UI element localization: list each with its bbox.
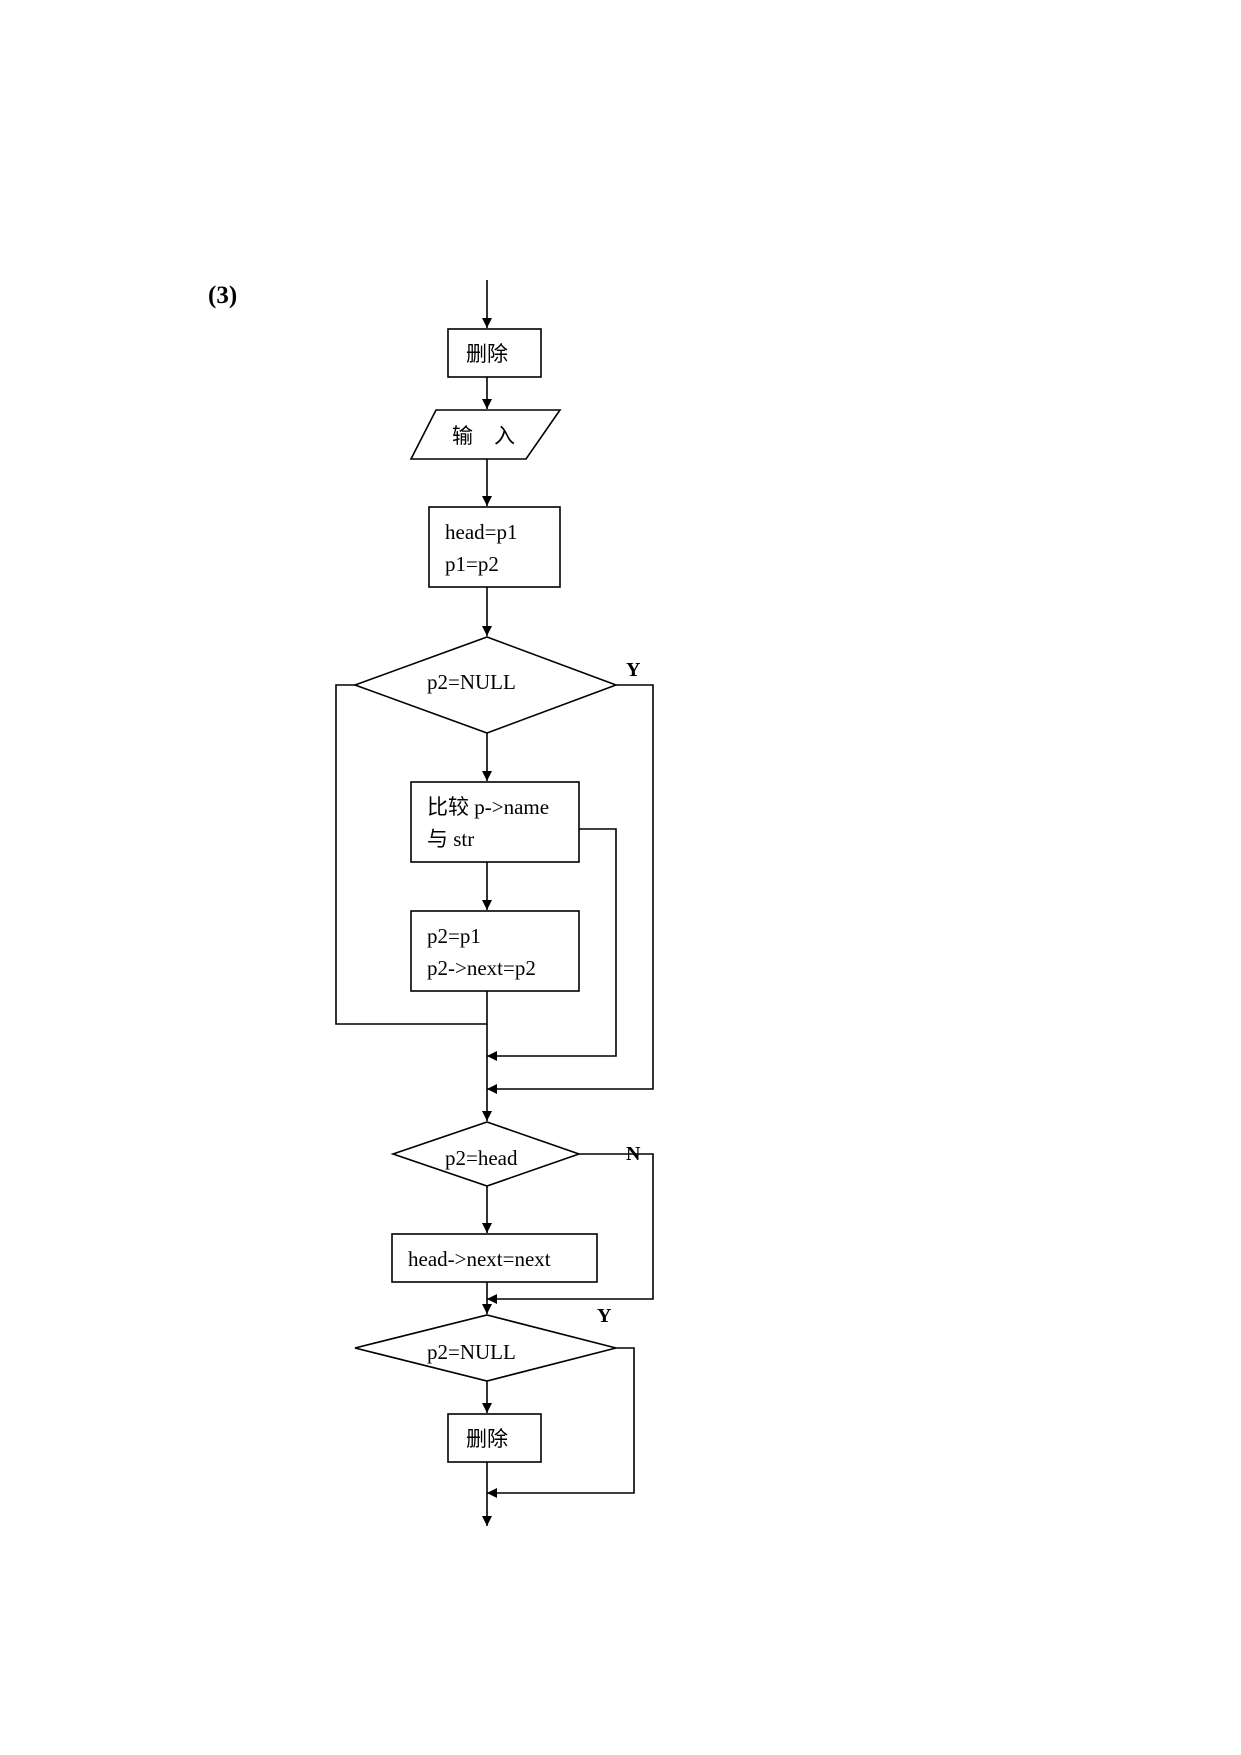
compare-box	[410, 781, 580, 863]
delete-end-label: 删除	[466, 1427, 508, 1451]
delete-start-label: 删除	[466, 342, 508, 366]
init-line-1: head=p1	[445, 520, 518, 544]
null-2-yes-label: Y	[597, 1305, 612, 1327]
delete-start-box	[447, 328, 542, 378]
init-line-2: p1=p2	[445, 552, 499, 576]
null-2-yes-line	[487, 1347, 635, 1498]
check-head-label: p2=head	[445, 1146, 518, 1170]
advance-line-2: p2->next=p2	[427, 956, 536, 980]
relink-box	[391, 1233, 598, 1283]
head-no-line	[487, 1153, 654, 1304]
head-no-label: N	[626, 1143, 641, 1165]
null-1-yes-line	[487, 684, 654, 1094]
advance-box	[410, 910, 580, 992]
delete-end-box	[447, 1413, 542, 1463]
compare-line-2: 与 str	[427, 827, 474, 851]
loop-back-line	[335, 684, 488, 1025]
null-1-yes-label: Y	[626, 659, 641, 681]
check-null-2-label: p2=NULL	[427, 1340, 516, 1364]
check-null-1-label: p2=NULL	[427, 670, 516, 694]
relink-label: head->next=next	[408, 1247, 551, 1271]
init-box	[428, 506, 561, 588]
compare-line-1: 比较 p->name	[427, 795, 549, 819]
advance-line-1: p2=p1	[427, 924, 481, 948]
section-label: (3)	[208, 282, 238, 309]
compare-match-line	[487, 828, 617, 1061]
input-parallelogram	[409, 409, 562, 460]
input-label: 输 入	[452, 424, 515, 448]
